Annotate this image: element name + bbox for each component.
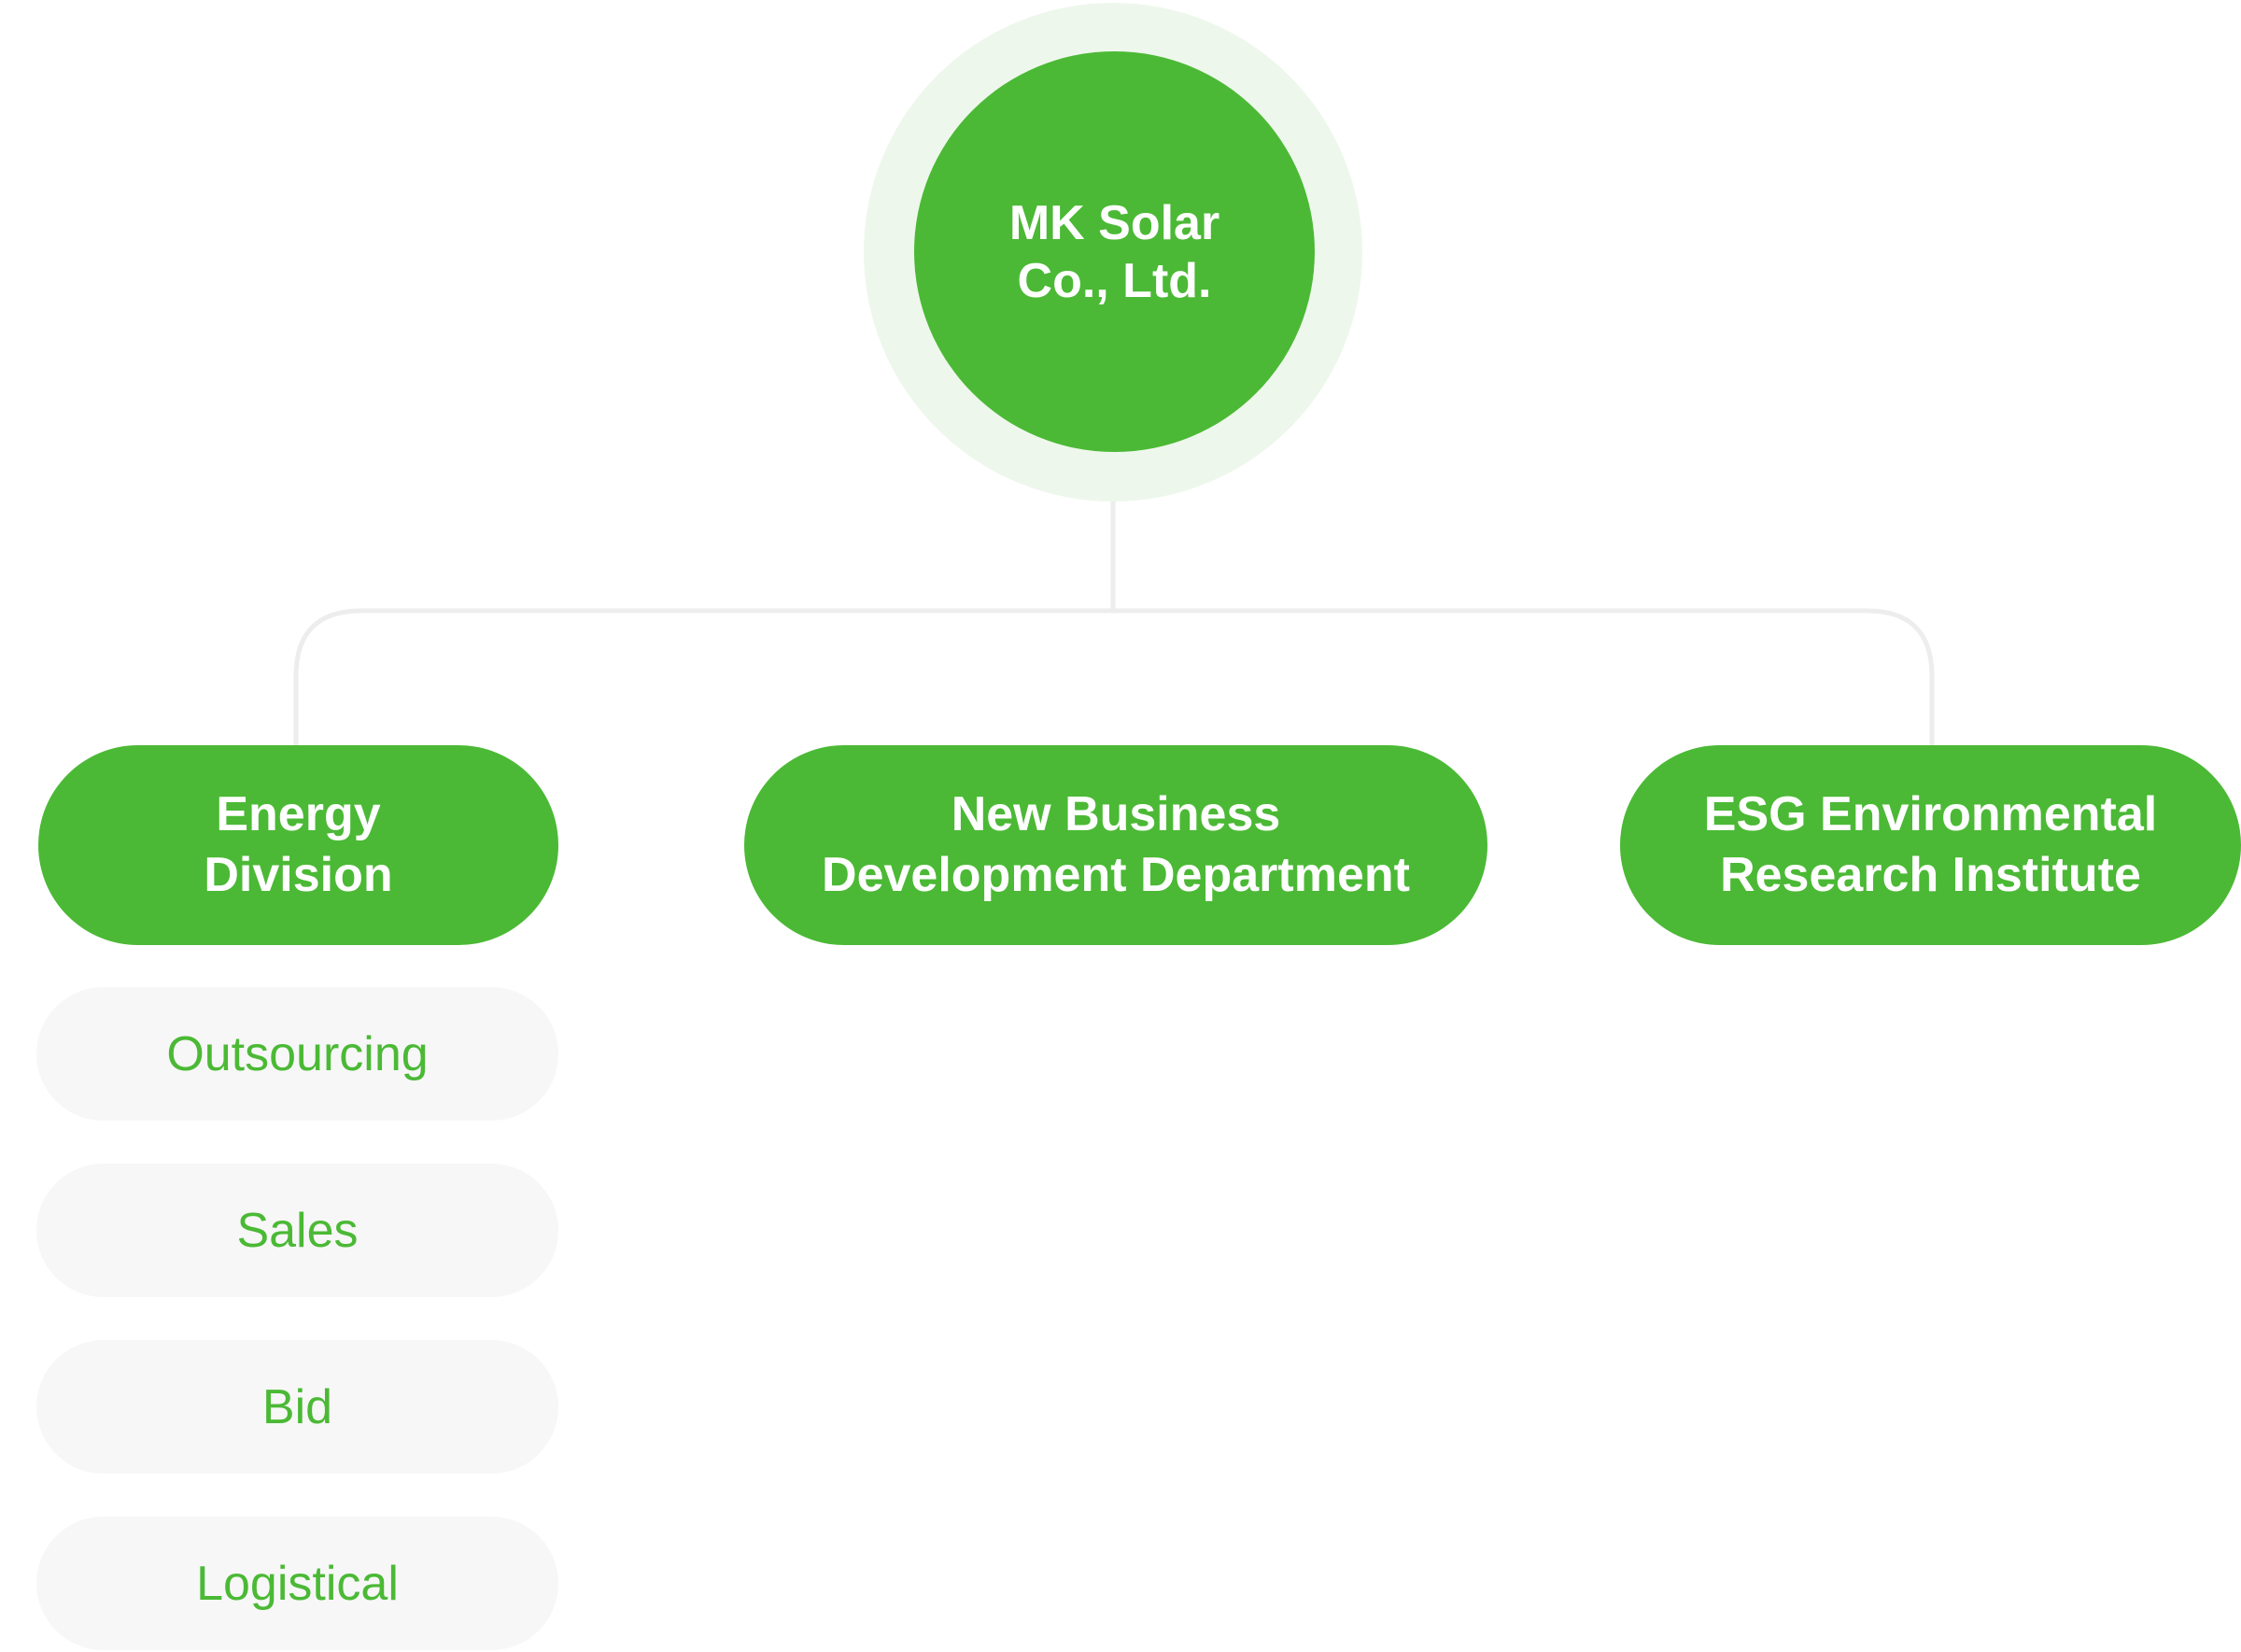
subunit-logistical[interactable]: Logistical <box>36 1517 558 1650</box>
division-node-energy[interactable]: Energy Division <box>38 745 558 945</box>
energy-subunit-list: Outsourcing Sales Bid Logistical <box>36 987 558 1650</box>
subunit-outsourcing[interactable]: Outsourcing <box>36 987 558 1121</box>
branch-line-esg <box>1113 608 1935 745</box>
division-node-new-business[interactable]: New Business Development Department <box>744 745 1487 945</box>
division-node-esg[interactable]: ESG Environmental Research Institute <box>1620 745 2241 945</box>
branch-line-energy <box>293 608 1113 745</box>
subunit-bid[interactable]: Bid <box>36 1340 558 1474</box>
subunit-sales[interactable]: Sales <box>36 1164 558 1297</box>
root-node-company[interactable]: MK Solar Co., Ltd. <box>914 51 1315 452</box>
